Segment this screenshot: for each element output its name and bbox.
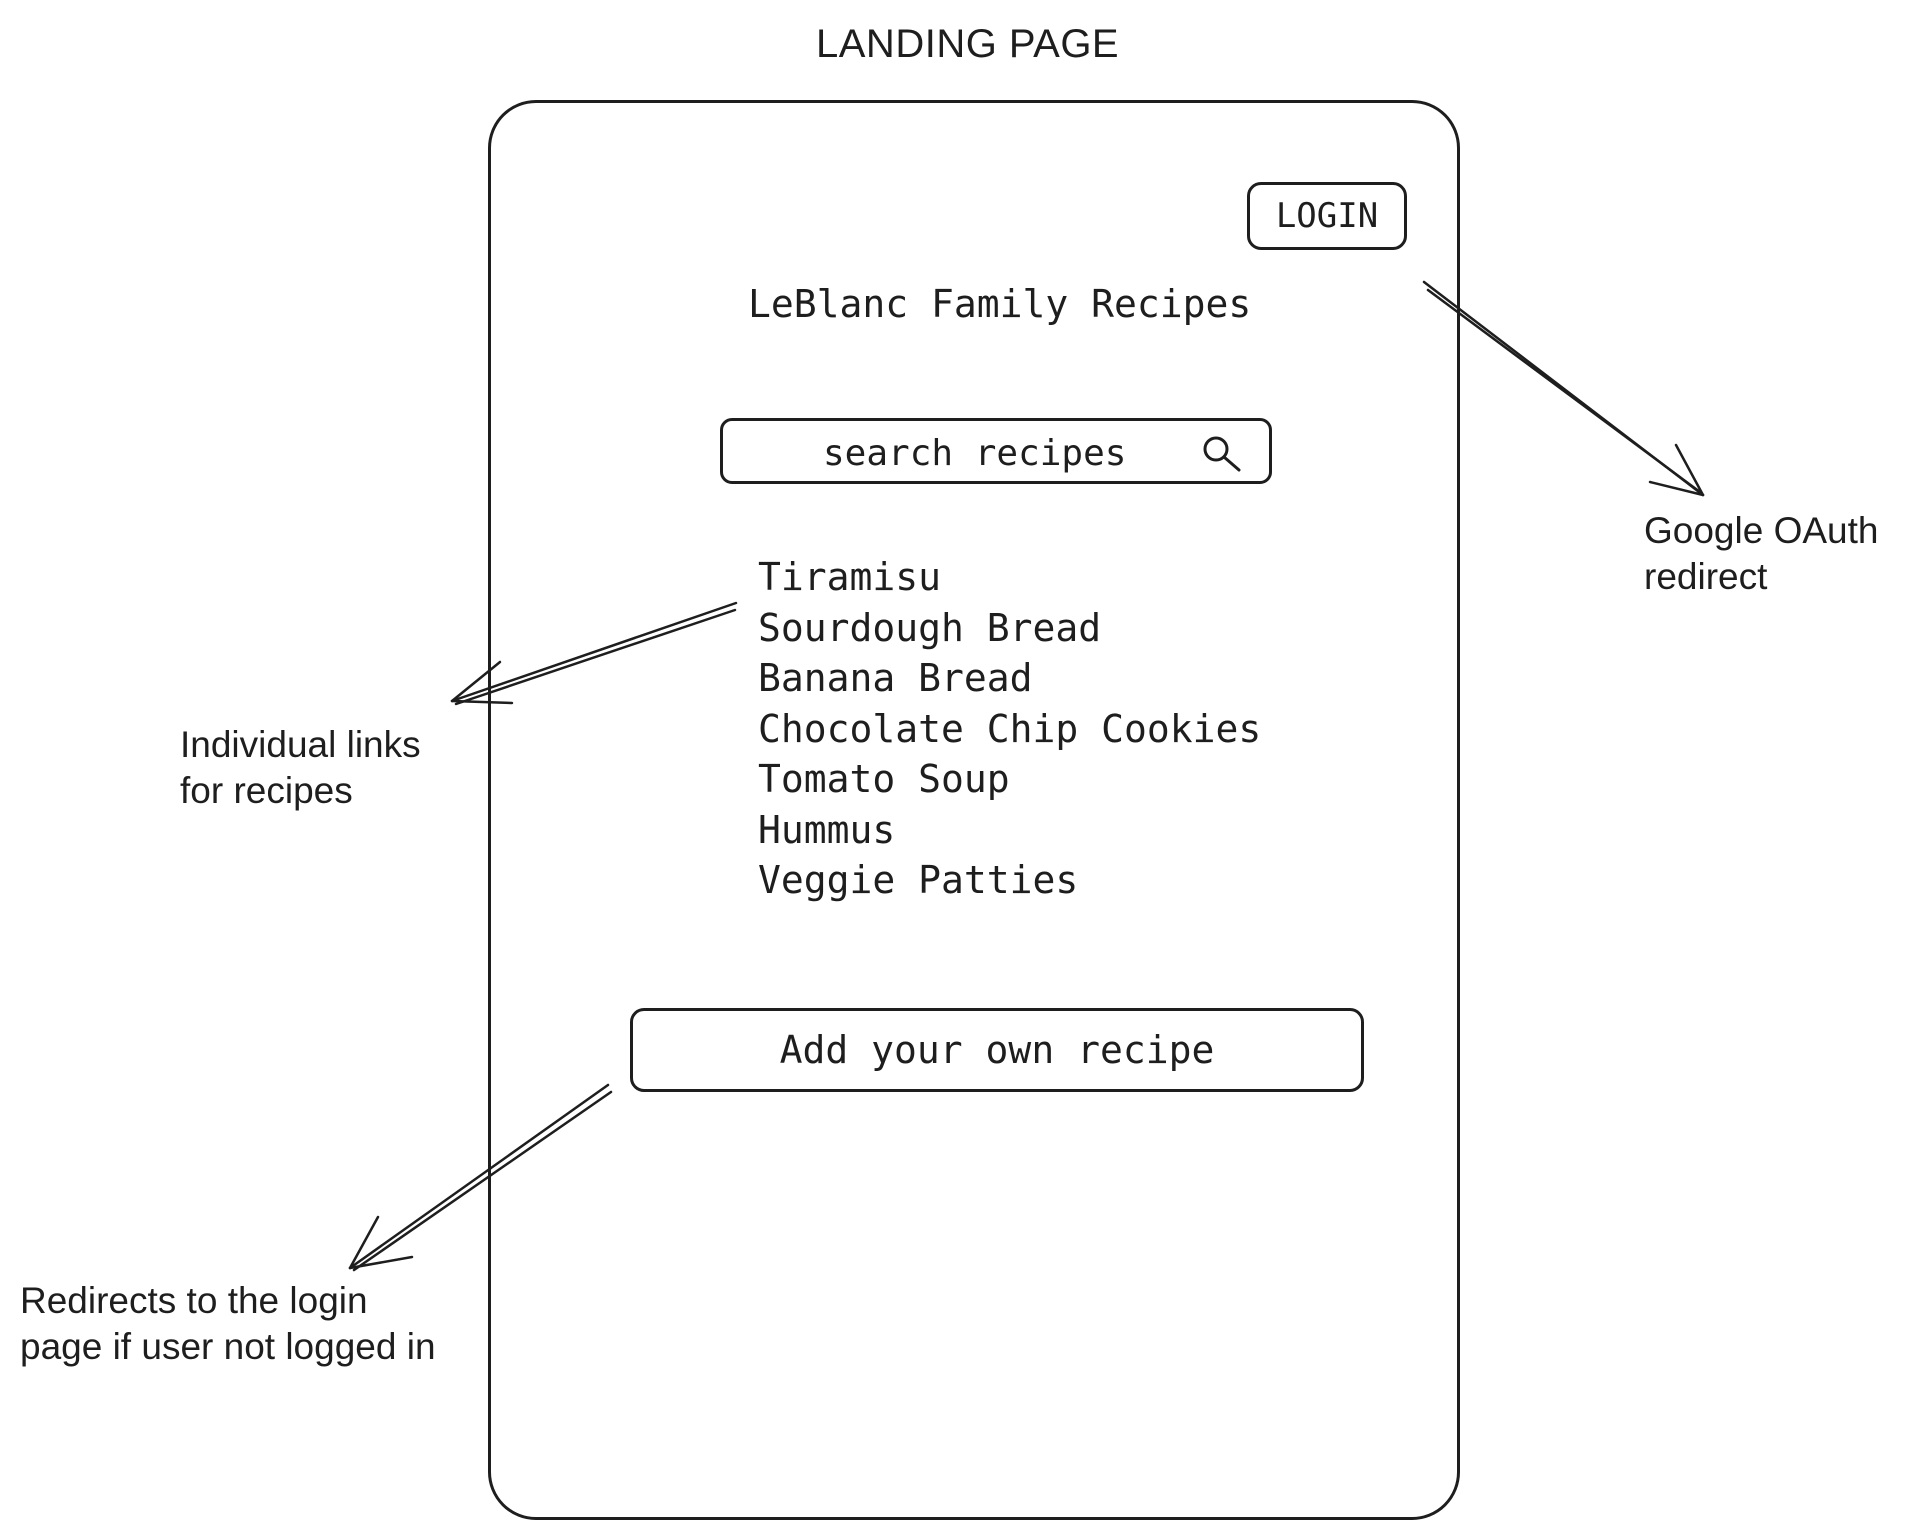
app-title: LeBlanc Family Recipes xyxy=(748,282,1252,326)
search-icon[interactable] xyxy=(1199,433,1243,473)
search-placeholder: search recipes xyxy=(823,433,1127,474)
add-recipe-button[interactable]: Add your own recipe xyxy=(630,1008,1364,1092)
phone-frame xyxy=(488,100,1460,1520)
recipe-link-hummus[interactable]: Hummus xyxy=(758,807,896,852)
oauth-arrow xyxy=(1422,280,1705,497)
login-redirect-annotation: Redirects to the login page if user not … xyxy=(20,1280,436,1367)
recipe-link-banana-bread[interactable]: Banana Bread xyxy=(758,656,1033,700)
recipe-link-sourdough-bread[interactable]: Sourdough Bread xyxy=(758,605,1102,650)
recipe-links-annotation: Individual links for recipes xyxy=(180,724,421,811)
recipe-link-tiramisu[interactable]: Tiramisu xyxy=(758,555,942,599)
diagram-title: LANDING PAGE xyxy=(816,22,1120,66)
search-input[interactable]: search recipes xyxy=(720,418,1272,484)
recipe-link-chocolate-chip-cookies[interactable]: Chocolate Chip Cookies xyxy=(758,706,1262,751)
login-button[interactable]: LOGIN xyxy=(1247,182,1407,250)
recipe-link-tomato-soup[interactable]: Tomato Soup xyxy=(758,757,1010,801)
recipe-link-veggie-patties[interactable]: Veggie Patties xyxy=(758,858,1079,902)
recipe-list: Tiramisu Sourdough Bread Banana Bread Ch… xyxy=(758,552,1261,906)
oauth-annotation: Google OAuth redirect xyxy=(1644,510,1879,597)
